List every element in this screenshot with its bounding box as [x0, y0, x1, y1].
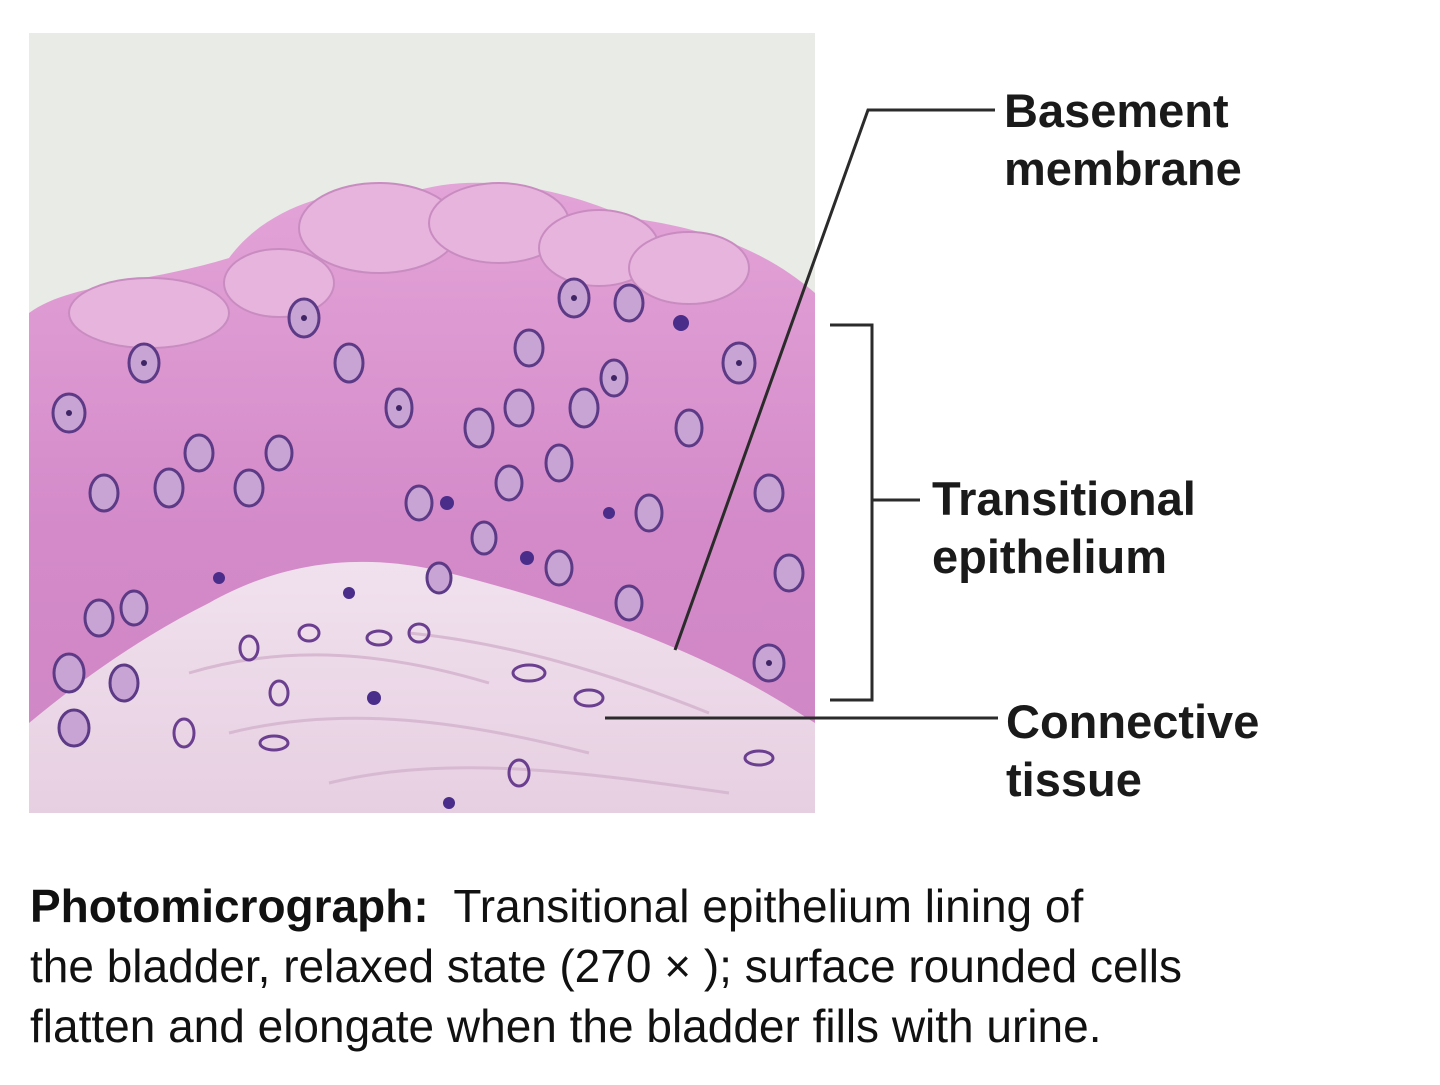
transitional-epithelium-label: Transitional epithelium [932, 472, 1196, 583]
caption-title: Photomicrograph: [30, 880, 429, 932]
caption-text-1: Transitional epithelium lining of [453, 880, 1084, 932]
basement-membrane-label: Basement membrane [1004, 84, 1242, 195]
photomicrograph-image [29, 33, 815, 813]
caption-line-3: flatten and elongate when the bladder fi… [30, 1000, 1102, 1052]
transitional-epithelium-bracket [830, 323, 874, 702]
figure-caption: Photomicrograph: Transitional epithelium… [30, 876, 1430, 1056]
caption-line-2: the bladder, relaxed state (270 × ); sur… [30, 940, 1182, 992]
connective-tissue-label: Connective tissue [1006, 695, 1260, 806]
caption-line-1: Photomicrograph: Transitional epithelium… [30, 876, 1430, 936]
